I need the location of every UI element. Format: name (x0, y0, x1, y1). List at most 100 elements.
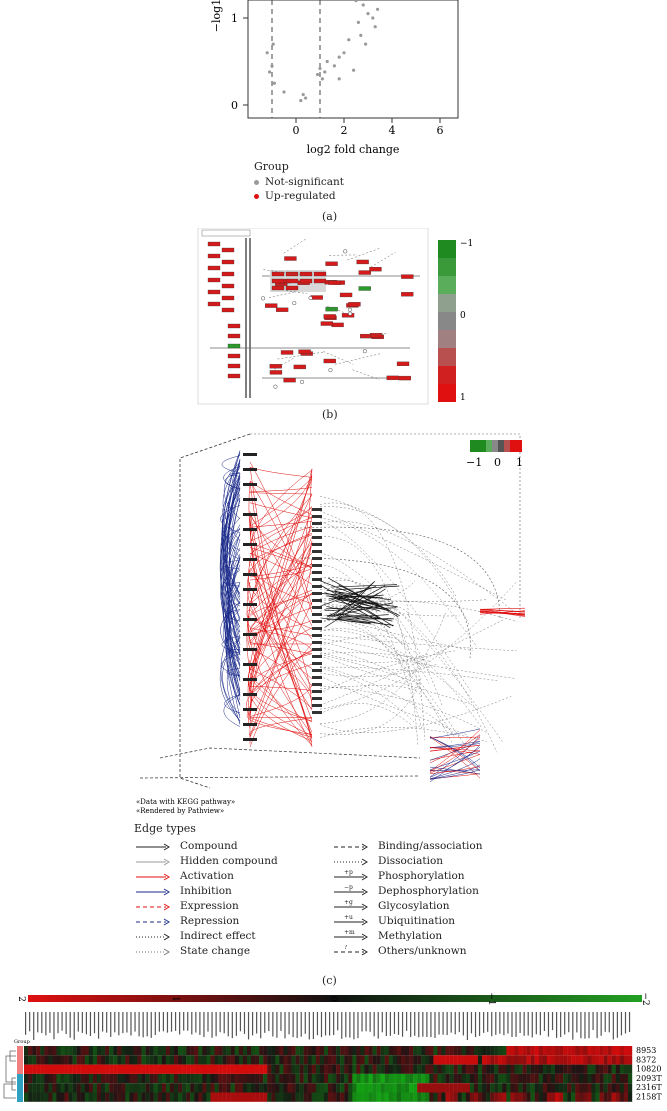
gene-node (221, 307, 235, 313)
activation-edge (249, 619, 313, 634)
column-label-mark (118, 1012, 120, 1036)
pathway-gene-nodes (207, 238, 414, 389)
column-label-mark (191, 1012, 193, 1035)
gene-node (243, 543, 257, 546)
heatmap-cell (526, 1064, 531, 1074)
heatmap-cell (190, 1073, 195, 1084)
volcano-point (356, 20, 360, 24)
heatmap-cell (575, 1073, 580, 1084)
heatmap-cell (129, 1064, 134, 1074)
gene-node (243, 633, 257, 636)
column-label-mark (276, 1012, 278, 1038)
heatmap-cell (238, 1073, 244, 1084)
heatmap-cell (336, 1073, 341, 1084)
heatmap-cell (267, 1083, 272, 1093)
heatmap-cell (356, 1073, 361, 1084)
heatmap-cell (587, 1083, 592, 1093)
column-label-mark (243, 1012, 246, 1034)
column-label-mark (166, 1012, 169, 1033)
heatmap-cell (271, 1073, 276, 1084)
group-bar-red (17, 1046, 23, 1074)
heatmap-cell (542, 1046, 548, 1056)
network-edges (139, 433, 526, 789)
heatmap-cell (595, 1055, 600, 1065)
heatmap-cell (307, 1046, 312, 1056)
heatmap-cell (400, 1083, 406, 1093)
heatmap-cell (283, 1092, 288, 1102)
heatmap-cell (583, 1064, 588, 1074)
gene-node (293, 364, 306, 370)
heatmap-cell (210, 1073, 215, 1084)
heatmap-cell (332, 1092, 337, 1102)
heatmap-cell (161, 1046, 167, 1056)
indirect-edge (319, 495, 457, 598)
heatmap-cell (421, 1083, 426, 1093)
activation-edge (249, 627, 313, 691)
heatmap-cell (575, 1055, 580, 1065)
indirect-edge (319, 580, 419, 687)
heatmap-cell (348, 1073, 353, 1084)
heatmap-cell (538, 1083, 544, 1093)
heatmap-cell (275, 1064, 280, 1074)
heatmap-cell (486, 1073, 491, 1084)
heatmap-cell (567, 1055, 572, 1065)
heatmap-cell (182, 1055, 187, 1065)
heatmap-cell (611, 1083, 616, 1093)
heatmap-cell (105, 1064, 110, 1074)
lower-cluster-edge (429, 773, 481, 779)
heatmap-cell (429, 1083, 434, 1093)
gene-node (348, 302, 361, 307)
heatmap-cell (534, 1083, 539, 1093)
heatmap-cell (194, 1073, 199, 1084)
inhibition-edge (226, 493, 241, 619)
heatmap-cell (538, 1046, 544, 1056)
heatmap-cell (477, 1055, 483, 1065)
gene-node (323, 314, 336, 319)
heatmap-cell (76, 1046, 81, 1056)
heatmap-cell (563, 1055, 568, 1065)
heatmap-cell (494, 1073, 499, 1084)
heatmap-cell (299, 1083, 304, 1093)
edge-types-title: Edge types (134, 822, 196, 835)
heatmap-cell (563, 1083, 568, 1093)
heatmap-cell (186, 1046, 191, 1056)
heatmap-cell (611, 1064, 616, 1074)
heatmap-cell (368, 1083, 373, 1093)
edge-line-icon (136, 948, 170, 956)
heatmap-cell (88, 1083, 94, 1093)
heatmap-cell (364, 1092, 369, 1102)
gene-node (312, 578, 322, 581)
heatmap-cell (206, 1092, 211, 1102)
heatmap-cell (360, 1083, 365, 1093)
heatmap-cell (441, 1046, 446, 1056)
heatmap-cell (259, 1092, 264, 1102)
heatmap-cell (518, 1064, 523, 1074)
heatmap-cell (554, 1092, 560, 1102)
heatmap-cell (433, 1046, 438, 1056)
heatmap-cell (615, 1055, 621, 1065)
heatmap-cell (141, 1083, 146, 1093)
column-label-mark (406, 1012, 408, 1031)
heatmap-cell (48, 1083, 53, 1093)
heatmap-cell (157, 1073, 163, 1084)
edge-line-icon (136, 933, 170, 941)
activation-edge (249, 601, 313, 738)
activation-edge (249, 528, 313, 712)
column-label-mark (381, 1012, 383, 1033)
heatmap-cell (457, 1073, 462, 1084)
column-label-mark (503, 1012, 505, 1036)
heatmap-cell (473, 1055, 479, 1065)
heatmap-cell (425, 1083, 430, 1093)
heatmap-cell (396, 1064, 402, 1074)
gene-node (312, 592, 322, 595)
heatmap-cell (392, 1064, 398, 1074)
column-label-mark (227, 1012, 229, 1037)
heatmap-cell (319, 1083, 325, 1093)
heatmap-cell (417, 1083, 422, 1093)
heatmap-cell (56, 1083, 61, 1093)
column-label-mark (547, 1012, 550, 1037)
heatmap-cell (445, 1055, 450, 1065)
column-label-mark (568, 1012, 570, 1033)
heatmap-cell (627, 1083, 633, 1093)
edge-type-state-change: State change (134, 945, 250, 957)
